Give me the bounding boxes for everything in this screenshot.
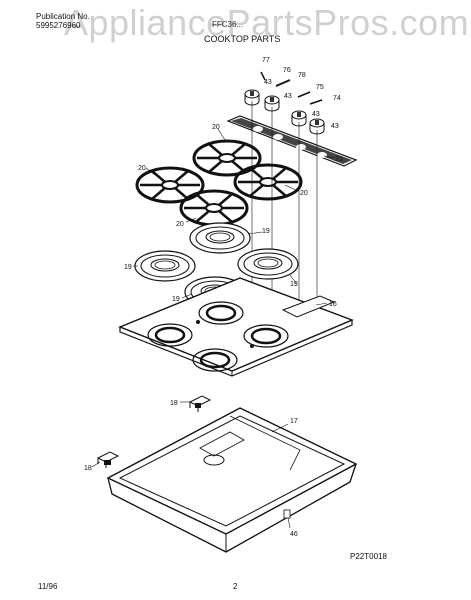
cooktop-top-16	[118, 277, 354, 377]
footer-date: 11/96	[38, 582, 58, 591]
watermark: AppliancePartsPros.com	[64, 2, 470, 43]
callout-43: 43	[264, 79, 272, 86]
callout-77: 77	[262, 57, 270, 64]
knob-spring-77	[260, 71, 266, 81]
bracket-18-lower	[96, 451, 120, 468]
bracket-18-upper	[188, 395, 212, 412]
publication-label: Publication No.	[36, 12, 90, 21]
callout-75: 75	[316, 84, 324, 91]
callout-78: 78	[298, 72, 306, 79]
callout-18: 18	[170, 400, 178, 407]
callout-19: 19	[262, 228, 270, 235]
callout-23: 23	[335, 156, 343, 163]
part-46	[283, 509, 291, 519]
callout-19: 19	[124, 264, 132, 271]
callout-18: 18	[84, 465, 92, 472]
page-number: 2	[233, 582, 238, 591]
callout-20: 20	[300, 190, 308, 197]
section-title: COOKTOP PARTS	[204, 34, 281, 44]
callout-20: 20	[212, 124, 220, 131]
burner-grates-group	[135, 139, 303, 227]
callout-43: 43	[284, 93, 292, 100]
callout-20: 20	[138, 165, 146, 172]
callout-46: 46	[290, 531, 298, 538]
callout-16: 16	[329, 301, 337, 308]
callout-43: 43	[331, 123, 339, 130]
burner-bowl	[134, 250, 196, 282]
burner-grate	[233, 163, 303, 201]
burner-bowl	[237, 248, 299, 280]
burner-grate	[135, 166, 205, 204]
burner-box-17	[106, 407, 358, 553]
callout-19: 19	[172, 296, 180, 303]
knob-clip-75	[297, 91, 311, 98]
callout-20: 20	[176, 221, 184, 228]
knob-clip-74	[309, 99, 323, 105]
burner-bowl	[189, 222, 251, 254]
control-knobs-group	[244, 71, 325, 135]
model-number: FFC36...	[212, 20, 244, 29]
figure-code: P22T0018	[350, 552, 387, 561]
callout-17: 17	[290, 418, 298, 425]
callout-19: 19	[290, 281, 298, 288]
burner-grate	[192, 139, 262, 177]
publication-number: 5995276960	[36, 21, 81, 30]
callout-74: 74	[333, 95, 341, 102]
knob-insert-76	[275, 79, 291, 87]
callout-43: 43	[312, 111, 320, 118]
control-panel-23	[226, 115, 358, 167]
callout-leaders	[91, 128, 335, 529]
callout-76: 76	[283, 67, 291, 74]
callout-labels: 77 76 78 75 74 43 43 43 43 20 20 20 20 2…	[84, 57, 343, 538]
